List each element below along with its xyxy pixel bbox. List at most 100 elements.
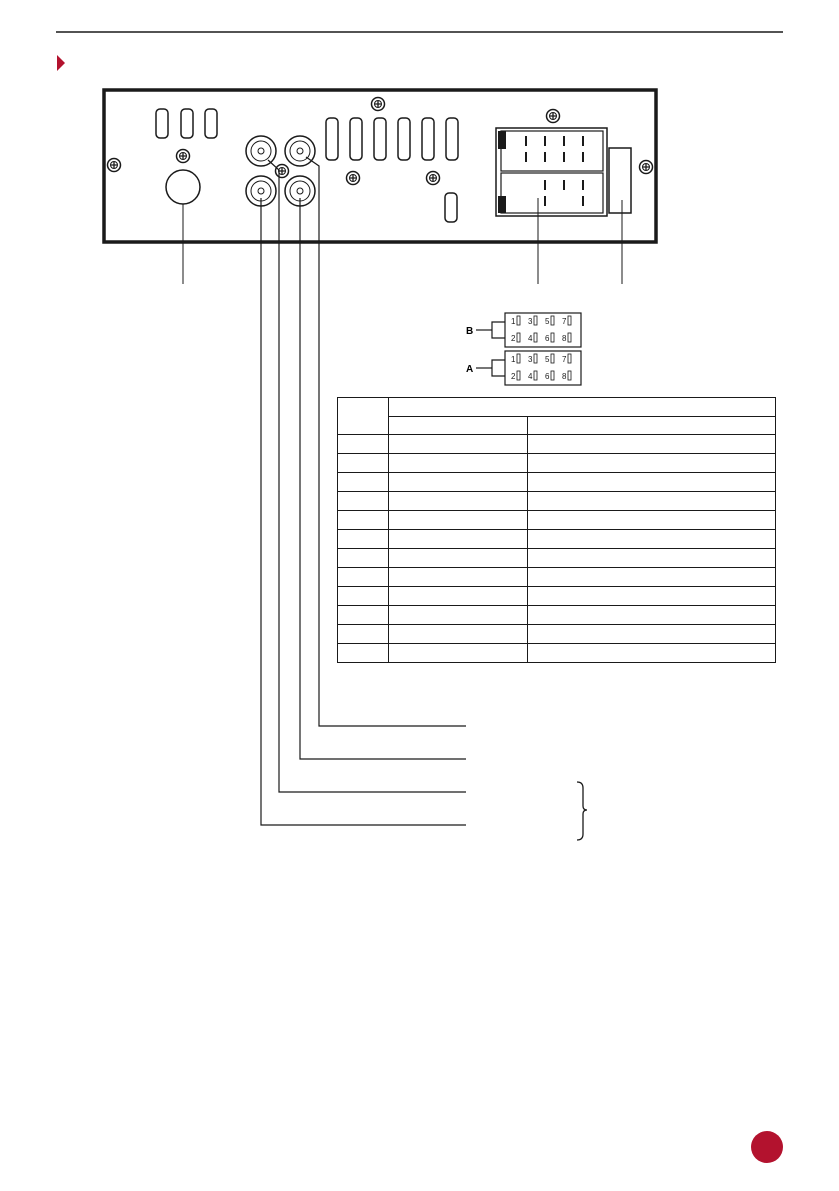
table-cell-b xyxy=(527,510,776,530)
table-row xyxy=(337,472,776,492)
screw-icon xyxy=(175,148,191,164)
pin-number: 3 xyxy=(528,317,533,326)
table-cell-b xyxy=(527,529,776,549)
pin-contact xyxy=(567,315,572,326)
pin-number: 4 xyxy=(528,334,533,343)
screw-icon xyxy=(638,159,654,175)
screw-icon xyxy=(425,170,441,186)
table-row xyxy=(337,548,776,568)
rca-cable xyxy=(267,159,466,793)
pin-number: 4 xyxy=(528,372,533,381)
table-cell-b xyxy=(527,605,776,625)
pin-number: 1 xyxy=(511,317,516,326)
pin-number: 6 xyxy=(545,372,550,381)
rca-jack xyxy=(284,135,316,167)
table-cell-pin xyxy=(337,434,389,454)
table-row xyxy=(337,624,776,644)
table-cell-a xyxy=(388,605,528,625)
table-cell-a xyxy=(388,548,528,568)
table-row xyxy=(337,510,776,530)
table-cell-a xyxy=(388,624,528,644)
page-number-badge xyxy=(751,1131,783,1163)
table-cell-b xyxy=(527,567,776,587)
pin-number: 2 xyxy=(511,372,516,381)
table-row xyxy=(337,434,776,454)
antenna-socket xyxy=(165,169,201,205)
pin-number: 1 xyxy=(511,355,516,364)
table-row xyxy=(337,529,776,549)
pin-contact xyxy=(550,353,555,364)
table-cell-b xyxy=(527,586,776,606)
table-cell-b xyxy=(527,434,776,454)
pin-contact xyxy=(533,332,538,343)
sub-header-b xyxy=(527,416,776,435)
screw-icon xyxy=(545,108,561,124)
connector-row-label: A xyxy=(466,364,473,375)
vent-slot xyxy=(445,117,459,161)
pin-contact xyxy=(567,332,572,343)
table-cell-pin xyxy=(337,548,389,568)
pin-contact xyxy=(567,353,572,364)
table-cell-pin xyxy=(337,453,389,473)
vent-slot xyxy=(325,117,339,161)
table-cell-pin xyxy=(337,586,389,606)
table-row xyxy=(337,605,776,625)
table-cell-pin xyxy=(337,624,389,644)
pin-assignment-table xyxy=(337,397,776,663)
table-cell-b xyxy=(527,643,776,663)
pin-number: 5 xyxy=(545,317,550,326)
pin-contact xyxy=(516,332,521,343)
table-cell-pin xyxy=(337,491,389,511)
table-cell-a xyxy=(388,453,528,473)
screw-icon xyxy=(345,170,361,186)
screw-icon xyxy=(274,163,290,179)
rca-cables xyxy=(260,156,466,826)
pin-contact xyxy=(550,315,555,326)
vent-slot xyxy=(180,108,194,139)
table-cell-a xyxy=(388,434,528,454)
table-cell-a xyxy=(388,491,528,511)
table-cell-b xyxy=(527,453,776,473)
table-cell-pin xyxy=(337,510,389,530)
table-row xyxy=(337,453,776,473)
table-cell-pin xyxy=(337,605,389,625)
pin-contact xyxy=(533,353,538,364)
pin-number: 3 xyxy=(528,355,533,364)
table-cell-b xyxy=(527,472,776,492)
pin-contact xyxy=(533,315,538,326)
pin-number: 6 xyxy=(545,334,550,343)
pin-number: 7 xyxy=(562,317,567,326)
vent-slot xyxy=(349,117,363,161)
table-cell-pin xyxy=(337,643,389,663)
pin-number: 7 xyxy=(562,355,567,364)
table-cell-a xyxy=(388,510,528,530)
table-row xyxy=(337,491,776,511)
group-header-cell xyxy=(388,397,776,417)
pin-contact xyxy=(550,332,555,343)
table-cell-pin xyxy=(337,567,389,587)
screw-icon xyxy=(106,157,122,173)
pin-contact xyxy=(550,370,555,381)
table-cell-a xyxy=(388,472,528,492)
pin-contact xyxy=(516,315,521,326)
table-cell-a xyxy=(388,529,528,549)
table-cell-a xyxy=(388,643,528,663)
vent-slot xyxy=(155,108,169,139)
pin-number: 5 xyxy=(545,355,550,364)
table-cell-pin xyxy=(337,529,389,549)
vent-slot xyxy=(204,108,218,139)
iso-connector xyxy=(495,127,608,217)
rca-cable xyxy=(305,156,466,727)
pin-contact xyxy=(516,353,521,364)
vent-slot xyxy=(373,117,387,161)
table-cell-a xyxy=(388,586,528,606)
vent-slot xyxy=(397,117,411,161)
vent-slot xyxy=(421,117,435,161)
table-cell-b xyxy=(527,624,776,644)
connector-row-label: B xyxy=(466,326,473,337)
rca-jack xyxy=(245,135,277,167)
table-cell-pin xyxy=(337,472,389,492)
table-cell-a xyxy=(388,567,528,587)
